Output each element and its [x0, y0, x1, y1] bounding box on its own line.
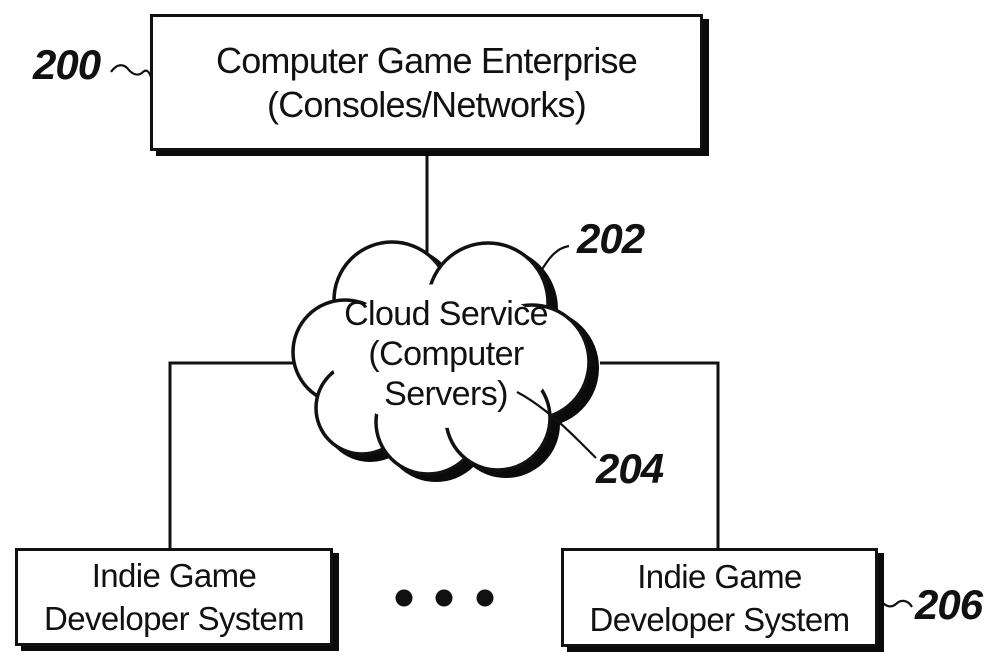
cloud-shape [291, 240, 591, 476]
developer-left-node-box: Indie Game Developer System [15, 548, 333, 646]
enterprise-label-line2: (Consoles/Networks) [267, 83, 587, 125]
ref-numeral-202: 202 [577, 215, 645, 262]
ellipsis-dot [476, 589, 494, 607]
ellipsis-dots [395, 589, 494, 607]
connector-cloud-to-left-developer [168, 361, 340, 549]
developer-right-node-box: Indie Game Developer System [561, 548, 878, 647]
developer-right-label-line2: Developer System [589, 600, 850, 638]
enterprise-label-line1: Computer Game Enterprise [216, 39, 638, 81]
cloud-label-line3: Servers) [384, 375, 508, 413]
cloud-node-label: Cloud Service (Computer Servers) [306, 294, 586, 414]
developer-left-label-line1: Indie Game [91, 557, 257, 594]
ref-numeral-200: 200 [33, 41, 101, 88]
enterprise-node-box: Computer Game Enterprise (Consoles/Netwo… [150, 14, 703, 151]
ref-numeral-204: 204 [596, 445, 664, 492]
ref-numeral-206: 206 [915, 581, 983, 628]
leader-squiggle-206 [877, 596, 913, 608]
cloud-interior [331, 284, 555, 428]
cloud-label-line1: Cloud Service [344, 295, 548, 333]
leader-curve-202 [539, 244, 570, 274]
leader-squiggle-200 [110, 64, 153, 78]
leader-curve-204 [516, 391, 597, 459]
developer-right-label-line1: Indie Game [637, 557, 802, 595]
developer-left-label-line2: Developer System [43, 600, 305, 637]
ellipsis-dot [435, 589, 453, 607]
ellipsis-dot [395, 589, 413, 607]
connector-cloud-to-right-developer [600, 361, 720, 549]
cloud-label-line2: (Computer [368, 335, 524, 373]
